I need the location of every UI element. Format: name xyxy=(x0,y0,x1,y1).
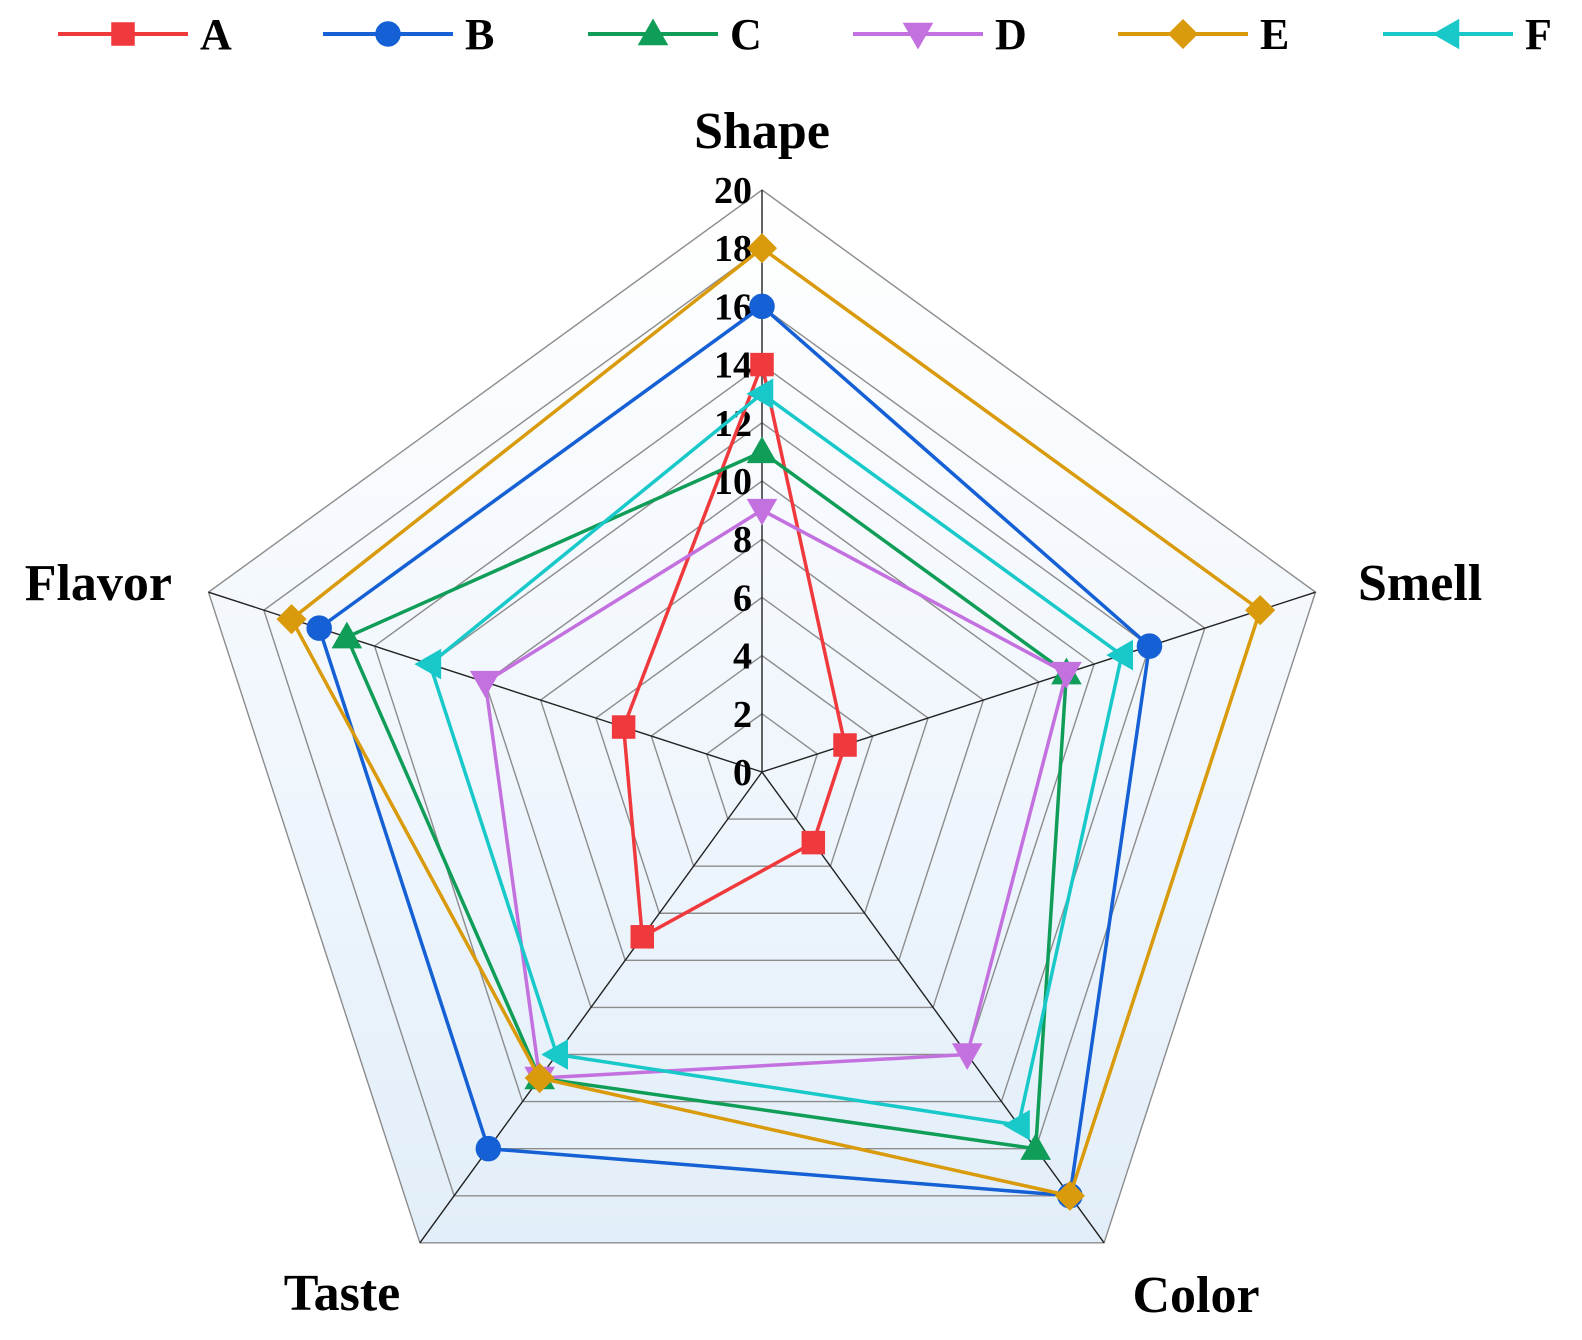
radar-grid xyxy=(207,189,1317,1244)
legend-label: F xyxy=(1525,10,1552,59)
legend-marker xyxy=(1167,18,1199,50)
tick-label: 4 xyxy=(733,636,752,678)
legend-marker xyxy=(111,22,135,46)
tick-label: 2 xyxy=(733,694,752,736)
point-C-shape xyxy=(746,436,778,464)
legend-item-E: E xyxy=(1118,10,1289,59)
series-E xyxy=(276,233,1276,1211)
grid-ring-6 xyxy=(595,596,929,914)
point-E-flavor xyxy=(276,604,307,635)
point-F-shape xyxy=(746,378,774,409)
axis-label-color: Color xyxy=(1132,1267,1259,1324)
point-F-smell xyxy=(1106,639,1134,671)
series-line-F xyxy=(427,391,1124,1128)
point-B-shape xyxy=(749,293,775,320)
legend-marker xyxy=(1432,18,1460,50)
spoke-taste xyxy=(419,771,763,1244)
point-A-color xyxy=(801,830,826,855)
point-A-flavor xyxy=(611,715,636,739)
point-B-flavor xyxy=(306,615,332,641)
point-D-flavor xyxy=(469,670,501,698)
tick-label: 18 xyxy=(714,228,752,270)
point-D-shape xyxy=(746,498,778,526)
legend-item-B: B xyxy=(323,10,494,59)
legend-label: D xyxy=(995,10,1027,59)
legend-item-F: F xyxy=(1383,10,1552,59)
point-E-shape xyxy=(746,233,778,264)
point-C-color xyxy=(1020,1133,1051,1160)
series-layer xyxy=(276,233,1276,1211)
legend-label: A xyxy=(200,10,232,59)
point-E-color xyxy=(1054,1180,1085,1211)
legend-marker xyxy=(375,21,401,47)
series-line-B xyxy=(317,304,1152,1198)
grid-ring-4 xyxy=(650,654,874,867)
legend-item-C: C xyxy=(588,10,762,59)
series-line-C xyxy=(344,449,1069,1151)
point-C-flavor xyxy=(331,621,363,649)
legend: A B C D E F xyxy=(58,10,1552,59)
legend-item-D: D xyxy=(853,10,1027,59)
point-B-smell xyxy=(1136,633,1163,659)
axis-label-taste: Taste xyxy=(284,1265,401,1322)
tick-label: 0 xyxy=(733,752,752,794)
legend-label: E xyxy=(1260,10,1289,59)
point-F-flavor xyxy=(414,648,442,680)
point-F-taste xyxy=(541,1039,568,1070)
grid-ring-12 xyxy=(429,421,1095,1056)
legend-item-A: A xyxy=(58,10,232,59)
grid-ring-10 xyxy=(484,480,1040,1009)
grid-ring-2 xyxy=(705,712,819,820)
point-A-shape xyxy=(750,352,774,377)
tick-label: 8 xyxy=(733,519,752,561)
grid-ring-20 xyxy=(207,189,1317,1244)
legend-label: C xyxy=(730,10,762,59)
series-F xyxy=(414,378,1134,1141)
point-B-taste xyxy=(475,1135,502,1162)
point-F-color xyxy=(1003,1109,1030,1141)
tick-label: 10 xyxy=(714,461,752,503)
tick-label: 14 xyxy=(714,345,752,387)
point-A-taste xyxy=(630,925,655,949)
point-A-smell xyxy=(833,733,857,757)
grid-ring-14 xyxy=(373,363,1151,1103)
axis-label-flavor: Flavor xyxy=(25,555,172,612)
axis-label-smell: Smell xyxy=(1358,555,1482,612)
legend-marker xyxy=(902,22,934,50)
series-line-D xyxy=(483,508,1069,1080)
series-line-A xyxy=(621,358,847,940)
series-A xyxy=(611,352,857,949)
tick-label: 16 xyxy=(714,286,752,328)
tick-label: 20 xyxy=(714,170,752,212)
legend-marker xyxy=(637,18,669,46)
grid-ring-8 xyxy=(539,538,985,962)
legend-label: B xyxy=(465,10,494,59)
point-E-smell xyxy=(1245,595,1276,626)
point-D-smell xyxy=(1051,661,1082,689)
point-D-color xyxy=(951,1043,983,1071)
tick-label: 6 xyxy=(733,577,752,619)
axis-label-shape: Shape xyxy=(694,103,830,160)
point-E-taste xyxy=(524,1062,555,1094)
series-line-E xyxy=(289,246,1263,1198)
